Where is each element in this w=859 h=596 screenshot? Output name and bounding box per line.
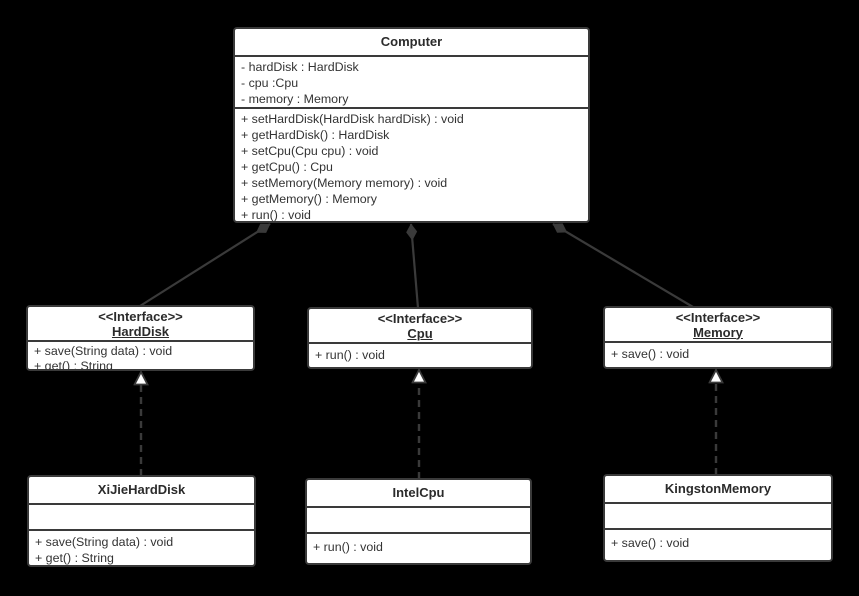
interface-box-memory: <<Interface>> Memory + save() : void [603,306,833,369]
class-name: KingstonMemory [664,481,772,496]
method-line: + setMemory(Memory memory) : void [241,176,448,190]
class-box-computer: Computer - hardDisk : HardDisk - cpu :Cp… [233,27,590,223]
method-line: + run() : void [315,348,385,362]
methods-compartment: + setHardDisk(HardDisk hardDisk) : void … [235,107,588,222]
class-name: XiJieHardDisk [97,482,186,497]
attribute-line: - hardDisk : HardDisk [241,60,359,74]
method-line: + save() : void [611,536,690,550]
class-name: IntelCpu [392,485,445,500]
class-title-computer: Computer [235,29,588,55]
method-line: + save(String data) : void [34,344,173,358]
interface-name: Cpu [407,325,433,341]
attributes-compartment: - hardDisk : HardDisk - cpu :Cpu - memor… [235,55,588,107]
attribute-line: - memory : Memory [241,92,349,106]
method-line: + getMemory() : Memory [241,192,377,206]
methods-compartment: + run() : void [309,342,531,367]
method-line: + run() : void [241,208,311,222]
interface-title-memory: <<Interface>> Memory [605,308,831,341]
interface-title-cpu: <<Interface>> Cpu [309,309,531,342]
interface-box-harddisk: <<Interface>> HardDisk + save(String dat… [26,305,255,371]
composition-cpu-computer [406,223,420,309]
method-line: + save(String data) : void [35,535,174,549]
methods-compartment: + save() : void [605,341,831,367]
methods-compartment: + save() : void [605,528,831,560]
interface-box-cpu: <<Interface>> Cpu + run() : void [307,307,533,369]
method-line: + run() : void [313,540,383,554]
stereotype-label: <<Interface>> [377,310,463,326]
interface-name: HardDisk [111,323,170,339]
method-line: + getHardDisk() : HardDisk [241,128,390,142]
stereotype-label: <<Interface>> [98,308,183,324]
interface-title-harddisk: <<Interface>> HardDisk [28,307,253,340]
method-line: + get() : String [35,551,114,565]
class-title-kingstonmemory: KingstonMemory [605,476,831,502]
method-line: + setHardDisk(HardDisk hardDisk) : void [241,112,464,126]
attributes-compartment-empty [307,506,530,532]
methods-compartment: + save(String data) : void + get() : Str… [29,529,254,565]
attribute-line: - cpu :Cpu [241,76,299,90]
composition-memory-computer [552,223,694,308]
class-box-xijieharddisk: XiJieHardDisk + save(String data) : void… [27,475,256,567]
class-title-xijieharddisk: XiJieHardDisk [29,477,254,503]
method-line: + save() : void [611,347,690,361]
methods-compartment: + save(String data) : void + get() : Str… [28,340,253,371]
class-name: Computer [380,34,443,49]
class-title-intelcpu: IntelCpu [307,480,530,506]
attributes-compartment-empty [29,503,254,529]
class-box-kingstonmemory: KingstonMemory + save() : void [603,474,833,562]
method-line: + get() : String [34,358,113,371]
stereotype-label: <<Interface>> [675,309,761,325]
methods-compartment: + run() : void [307,532,530,563]
attributes-compartment-empty [605,502,831,528]
interface-name: Memory [693,324,743,340]
method-line: + setCpu(Cpu cpu) : void [241,144,379,158]
composition-harddisk-computer [139,223,271,307]
method-line: + getCpu() : Cpu [241,160,333,174]
class-box-intelcpu: IntelCpu + run() : void [305,478,532,565]
